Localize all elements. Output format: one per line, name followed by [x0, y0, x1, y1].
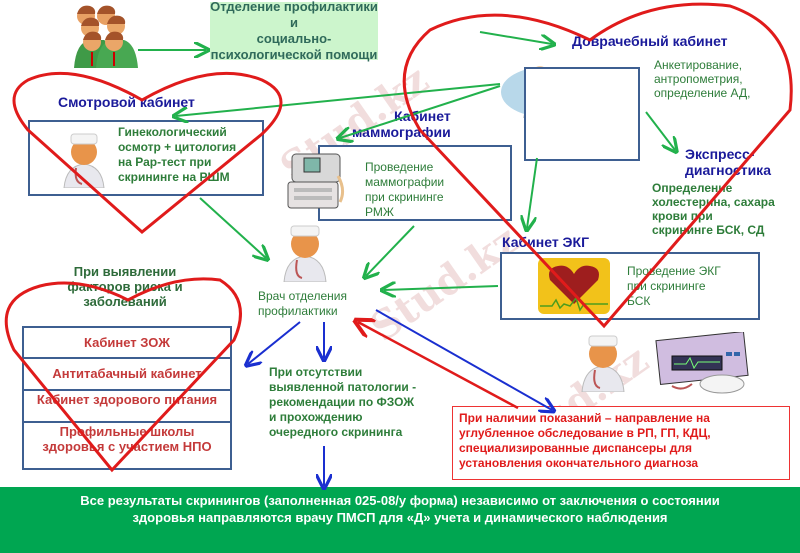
arrow-indications-to-doctor	[358, 322, 519, 410]
arrow-premedical-to-exam	[176, 83, 501, 116]
list-item[interactable]: Кабинет здорового питания	[22, 390, 232, 422]
text-line: Проведение ЭКГ	[627, 264, 721, 278]
express-diagnostics-title: Экспресс- диагностика	[685, 146, 771, 178]
text-line: Проведение	[365, 160, 434, 174]
text-line: РМЖ	[365, 205, 394, 219]
arrow-banner-to-premedical	[479, 31, 552, 44]
text-line: При выявлении	[73, 264, 177, 279]
pre-medical-box	[524, 67, 640, 161]
text-line: заболеваний	[83, 294, 167, 309]
text-line: специализированные диспансеры для	[459, 441, 693, 455]
heart-outline-risk-factors	[4, 277, 242, 473]
text-line: очередного скрининга	[269, 425, 403, 439]
text-line: При отсутствии	[269, 365, 363, 379]
text-line: факторов риска и	[67, 279, 183, 294]
text-line: Анкетирование,	[654, 58, 743, 72]
ecg-description: Проведение ЭКГ при скрининге БСК	[627, 264, 721, 309]
specialist-doctor-icon	[578, 330, 628, 393]
text-line: осмотр + цитология	[118, 140, 237, 154]
arrow-mammo-to-doctor	[366, 225, 415, 276]
bottom-summary-banner: Все результаты скринингов (заполненная 0…	[0, 487, 800, 553]
arrow-exam-to-doctor	[199, 197, 266, 258]
heart-outline-premedical	[402, 2, 793, 329]
text-line: Экспресс-	[685, 146, 755, 162]
prevention-doctor-icon	[280, 220, 330, 283]
text-line: Все результаты скринингов (заполненная 0…	[80, 493, 720, 508]
risk-factor-offices-list: Кабинет ЗОЖ Антитабачный кабинет Кабинет…	[22, 326, 232, 470]
text-line: установления окончательного диагноза	[459, 456, 699, 470]
arrow-premedical-to-ecg	[527, 157, 538, 228]
ecg-office-title: Кабинет ЭКГ	[502, 234, 590, 250]
text-line: Кабинет	[394, 108, 451, 124]
text-line: рекомендации по ФЗОЖ	[269, 395, 415, 409]
text-line: здоровья направляются врачу ПМСП для «Д»…	[132, 510, 668, 525]
text-line: определение АД,	[654, 86, 751, 100]
text-line: холестерина, сахара	[652, 195, 775, 209]
heart-outline-exam-room	[12, 71, 283, 234]
text-line: При наличии показаний – направление на	[459, 411, 710, 425]
list-item[interactable]: Кабинет ЗОЖ	[22, 326, 232, 358]
text-line: профилактики	[258, 304, 338, 318]
text-line: углубленное обследование в РП, ГП, КДЦ,	[459, 426, 711, 440]
text-line: на Рар-тест при	[118, 155, 212, 169]
exam-room-description: Гинекологический осмотр + цитология на Р…	[118, 125, 236, 185]
exam-room-title: Смотровой кабинет	[58, 94, 195, 110]
text-line: антропометрия,	[654, 72, 743, 86]
text-line: Врач отделения	[258, 289, 347, 303]
people-group-icon	[70, 2, 140, 70]
arrow-doctor-to-risk	[248, 321, 301, 364]
mammography-machine-icon	[286, 150, 346, 212]
list-item[interactable]: Антитабачный кабинет	[22, 358, 232, 390]
list-item[interactable]: Профильные школы здоровья с участием НПО	[22, 422, 232, 470]
text-line: маммографии	[365, 175, 445, 189]
pre-medical-office-title: Доврачебный кабинет	[572, 33, 728, 49]
arrow-ecg-to-doctor	[384, 286, 499, 290]
arrow-premedical-to-express	[645, 111, 675, 150]
text-line: при скрининге	[627, 279, 706, 293]
text-line: Гинекологический	[118, 125, 227, 139]
express-diagnostics-description: Определение холестерина, сахара крови пр…	[652, 181, 775, 237]
text-line: при скрининге	[365, 190, 444, 204]
heart-ecg-icon	[538, 258, 610, 314]
text-line: выявленной патологии -	[269, 380, 417, 394]
banner-line: социально-	[256, 31, 332, 46]
arrow-premedical-to-mammo	[340, 85, 501, 138]
pre-medical-description: Анкетирование, антропометрия, определени…	[654, 58, 750, 100]
banner-line: Отделение профилактики и	[210, 0, 378, 30]
prevention-doctor-label: Врач отделения профилактики	[258, 289, 347, 319]
text-line: скрининге БСК, СД	[652, 223, 765, 237]
no-pathology-text: При отсутствии выявленной патологии - ре…	[269, 365, 416, 440]
text-line: и прохождению	[269, 410, 363, 424]
text-line: диагностика	[685, 162, 771, 178]
banner-line: психологической помощи	[210, 47, 378, 62]
text-line: скрининге на РШМ	[118, 170, 230, 184]
diagnostic-equipment-icon	[652, 330, 752, 394]
arrow-doctor-to-indications	[375, 309, 552, 410]
mammography-description: Проведение маммографии при скрининге РМЖ	[365, 160, 444, 220]
prevention-department-banner: Отделение профилактики и социально- псих…	[210, 0, 378, 62]
indications-box: При наличии показаний – направление на у…	[452, 406, 790, 480]
risk-factors-title: При выявлении факторов риска и заболеван…	[40, 264, 210, 309]
text-line: Определение	[652, 181, 733, 195]
mammography-box	[318, 145, 512, 221]
text-line: БСК	[627, 294, 651, 308]
